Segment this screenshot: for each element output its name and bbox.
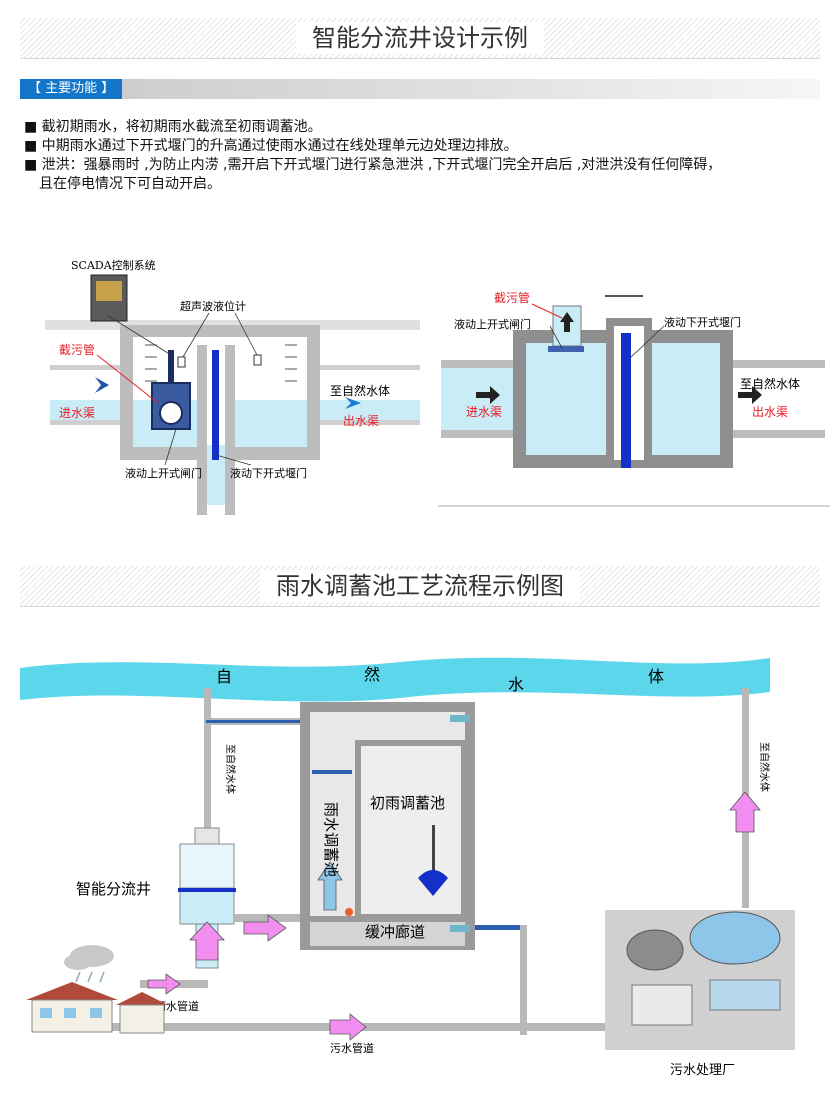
function-item: ■ 泄洪：强暴雨时 ,为防止内涝 ,需开启下开式堰门进行紧急泄洪 ,下开式堰门完…	[24, 157, 722, 173]
outlet-label-2: 出水渠	[752, 405, 788, 419]
inlet-label-2: 进水渠	[466, 405, 502, 419]
diverter-plan-diagram: 截污管 液动上开式闸门 液动下开式堰门 至自然水体 进水渠 出水渠	[438, 290, 830, 507]
section-banner-2: 雨水调蓄池工艺流程示例图	[20, 566, 820, 607]
section-banner-1: 智能分流井设计示例	[20, 18, 820, 59]
plant-label: 污水处理厂	[670, 1063, 735, 1078]
to-nature-right-label: 至自然水体	[758, 742, 771, 792]
rain-pipe-label: 雨水管道	[155, 999, 199, 1013]
gate-up-label: 液动上开式闸门	[125, 466, 202, 480]
process-flow-diagram: 自 然 水 体 至自然水体 至自然水体 雨水调蓄池 初雨调蓄池 缓冲廊道 智能分…	[20, 657, 795, 1078]
function-item: ■ 中期雨水通过下开式堰门的升高通过使雨水通过在线处理单元边处理边排放。	[24, 138, 518, 154]
ultrasonic-label: 超声波液位计	[180, 299, 246, 313]
weir-down-label: 液动下开式堰门	[230, 466, 307, 480]
river-char: 水	[508, 675, 524, 694]
river-char: 体	[648, 667, 664, 686]
function-tag-bar: 【 主要功能 】	[20, 79, 820, 99]
wastewater-plant-icon	[605, 910, 795, 1050]
function-tag: 【 主要功能 】	[20, 79, 123, 99]
to-nature-label-2: 至自然水体	[740, 376, 800, 391]
trash-pipe-label-2: 截污管	[494, 290, 530, 305]
diverter-section-diagram: SCADA控制系统 超声波液位计 截污管 进水渠 至自然水体 出水渠 液动上开式…	[45, 258, 420, 515]
weir-down-label-2: 液动下开式堰门	[664, 315, 741, 329]
house-icon	[26, 982, 168, 1034]
river-char: 然	[364, 665, 380, 684]
scada-label: SCADA控制系统	[71, 258, 156, 272]
function-item-continuation: 且在停电情况下可自动开启。	[39, 176, 221, 192]
section-title-1: 智能分流井设计示例	[296, 22, 544, 54]
to-nature-label: 至自然水体	[330, 383, 390, 398]
gate-up-label-2: 液动上开式闸门	[454, 317, 531, 331]
to-nature-left-label: 至自然水体	[224, 744, 237, 794]
smart-well-label: 智能分流井	[76, 880, 151, 898]
trash-pipe-label: 截污管	[59, 342, 95, 357]
sewage-pipe-label: 污水管道	[330, 1041, 374, 1055]
section-title-2: 雨水调蓄池工艺流程示例图	[260, 570, 580, 602]
inlet-label: 进水渠	[59, 406, 95, 420]
buffer-label: 缓冲廊道	[365, 923, 425, 941]
river-char: 自	[216, 667, 232, 686]
rain-cloud-icon	[64, 945, 114, 983]
rain-tank-label: 雨水调蓄池	[322, 802, 340, 877]
initial-tank-label: 初雨调蓄池	[370, 794, 445, 812]
outlet-label: 出水渠	[343, 414, 379, 428]
function-item: ■ 截初期雨水，将初期雨水截流至初雨调蓄池。	[24, 119, 322, 135]
function-list: ■ 截初期雨水，将初期雨水截流至初雨调蓄池。 ■ 中期雨水通过下开式堰门的升高通…	[24, 118, 824, 194]
